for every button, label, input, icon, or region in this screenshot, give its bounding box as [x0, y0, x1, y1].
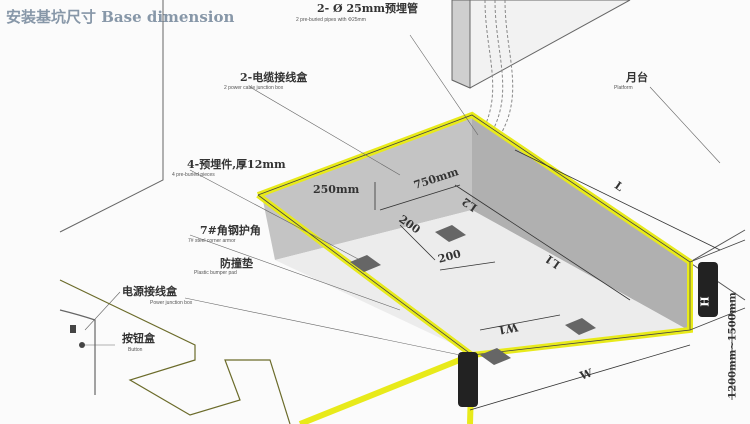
bumper-label-en: Plastic bumper pad: [194, 270, 237, 276]
preburied-label: 4-预埋件,厚12mm: [187, 158, 286, 171]
dim-height-range: 1200mm~1500mm: [727, 292, 739, 399]
platform-label-en: Platform: [614, 85, 633, 91]
pipes-label-en: 2 pre-buried pipes with Φ25mm: [296, 17, 366, 23]
pit-side-wall: [472, 118, 688, 330]
button-box-label: 按钮盒: [122, 332, 155, 345]
junction-box-label: 2-电缆接线盒: [240, 71, 308, 84]
power-box-label-en: Power junction box: [150, 300, 193, 306]
preburied-label-en: 4 pre-buried pieces: [172, 172, 215, 178]
inset-dock: [59, 279, 291, 424]
platform-label: 月台: [626, 71, 648, 84]
bumper-label: 防撞垫: [220, 257, 253, 270]
page-title: 安装基坑尺寸 Base dimension: [6, 8, 235, 26]
building-wall-line: [59, 0, 164, 233]
pit-floor: [275, 210, 688, 352]
corner-armor-label-en: 7# steel corner armor: [188, 238, 236, 244]
dim-H: H: [698, 296, 712, 307]
dim-250: 250mm: [313, 183, 360, 196]
pre-buried-plates: [350, 225, 596, 365]
junction-box-label-en: 2 power cable junction box: [224, 85, 284, 91]
button-box-label-en: Button: [128, 347, 143, 353]
bumper-pads: [458, 262, 718, 407]
dock-wall: [451, 0, 631, 89]
corner-armor-label: 7#角钢护角: [200, 224, 261, 237]
pipes-label: 2- Ø 25mm预埋管: [317, 2, 419, 15]
power-box-label: 电源接线盒: [122, 285, 177, 298]
pit-back-wall: [262, 118, 472, 260]
pre-buried-pipes: [399, 0, 514, 191]
